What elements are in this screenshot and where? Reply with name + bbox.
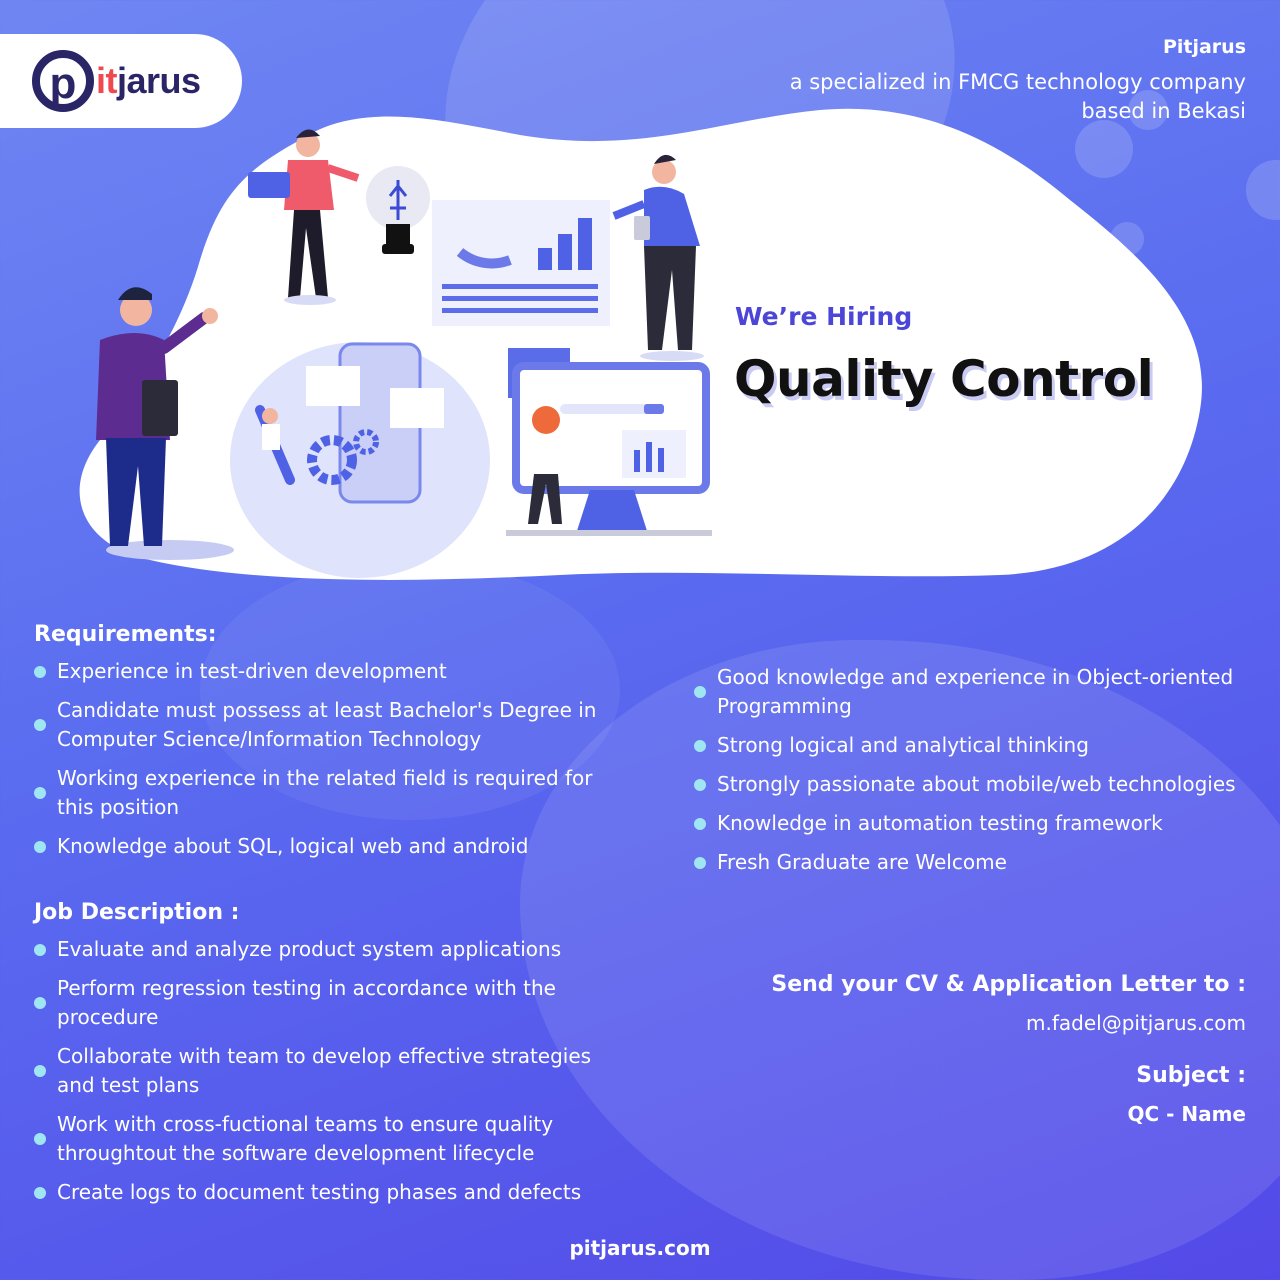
apply-email[interactable]: m.fadel@pitjarus.com <box>1026 1011 1246 1035</box>
list-item: Collaborate with team to develop effecti… <box>34 1042 634 1100</box>
list-item: Work with cross-fuctional teams to ensur… <box>34 1110 634 1168</box>
requirements-title: Requirements: <box>34 622 217 647</box>
list-item: Evaluate and analyze product system appl… <box>34 935 634 964</box>
job-description-section: Job Description : Evaluate and analyze p… <box>34 900 634 1207</box>
company-info: Pitjarus a specialized in FMCG technolog… <box>726 36 1246 126</box>
hero-illustration <box>96 129 712 578</box>
company-description-line-2: based in Bekasi <box>1081 99 1246 123</box>
list-item: Perform regression testing in accordance… <box>34 974 634 1032</box>
person-with-laptop <box>248 129 360 305</box>
subject-title: Subject : <box>1136 1063 1246 1088</box>
list-item: Fresh Graduate are Welcome <box>694 848 1254 877</box>
company-description: a specialized in FMCG technology company… <box>726 68 1246 126</box>
person-with-tablet <box>612 154 704 361</box>
logo-jarus: jarus <box>117 60 201 101</box>
logo-mark: p <box>32 50 94 112</box>
bar-chart-icon <box>622 430 686 478</box>
company-name: Pitjarus <box>1162 36 1246 58</box>
subject-value: QC - Name <box>1127 1102 1246 1126</box>
logo: p itjarus <box>0 34 242 128</box>
job-description-list: Evaluate and analyze product system appl… <box>34 935 634 1207</box>
list-item: Experience in test-driven development <box>34 657 634 686</box>
list-item: Strong logical and analytical thinking <box>694 731 1254 760</box>
company-description-line-1: a specialized in FMCG technology company <box>789 70 1246 94</box>
list-item: Working experience in the related field … <box>34 764 634 822</box>
requirements-list-left: Experience in test-driven development Ca… <box>34 657 634 861</box>
list-item: Good knowledge and experience in Object-… <box>694 663 1254 721</box>
requirements-section: Requirements: Experience in test-driven … <box>34 622 634 861</box>
apply-section: Send your CV & Application Letter to : m… <box>686 972 1246 1126</box>
logo-wordmark: itjarus <box>96 60 201 102</box>
logo-it: it <box>96 60 118 101</box>
gear-icon <box>307 429 379 485</box>
website-link[interactable]: pitjarus.com <box>569 1236 711 1260</box>
apply-title: Send your CV & Application Letter to : <box>771 972 1246 997</box>
decor-bubble <box>1128 90 1168 130</box>
lightbulb-usb-icon <box>366 166 430 254</box>
list-item: Create logs to document testing phases a… <box>34 1178 634 1207</box>
job-description-title: Job Description : <box>34 900 240 925</box>
decor-bubble <box>1075 120 1133 178</box>
hiring-tagline: We’re Hiring <box>735 302 913 331</box>
requirements-list-right: Good knowledge and experience in Object-… <box>694 663 1254 877</box>
requirements-section-right: Good knowledge and experience in Object-… <box>694 653 1254 877</box>
list-item: Candidate must possess at least Bachelor… <box>34 696 634 754</box>
list-item: Strongly passionate about mobile/web tec… <box>694 770 1254 799</box>
analytics-board <box>432 200 610 326</box>
job-title: Quality Control <box>734 350 1154 408</box>
logo-p: p <box>49 59 77 108</box>
mobile-app-scene <box>230 342 490 578</box>
businessman <box>96 287 234 560</box>
monitor-scene <box>506 348 712 536</box>
search-icon <box>644 404 664 414</box>
background-blob <box>200 560 620 820</box>
list-item: Knowledge about SQL, logical web and and… <box>34 832 634 861</box>
list-item: Knowledge in automation testing framewor… <box>694 809 1254 838</box>
